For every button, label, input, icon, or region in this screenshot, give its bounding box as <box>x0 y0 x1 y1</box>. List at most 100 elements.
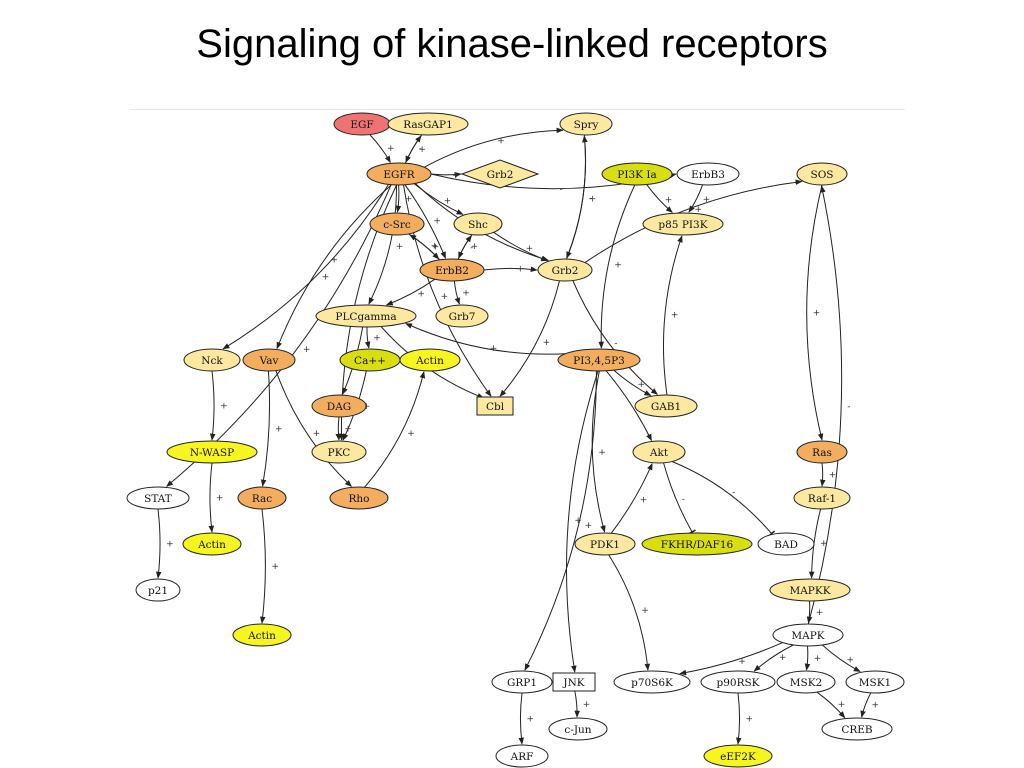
edge-sign-egfr-to-stat: + <box>303 345 311 355</box>
node-shape-actin2 <box>182 532 242 556</box>
node-plcgamma: PLCgamma <box>315 304 417 328</box>
node-label-erbb2: ErbB2 <box>435 265 469 277</box>
node-shape-jnk <box>552 672 596 692</box>
edge-vav-to-rho <box>275 370 352 487</box>
node-shape-grb2 <box>537 258 593 282</box>
node-label-actin2: Actin <box>197 539 226 551</box>
node-shape-eef2k <box>703 744 773 768</box>
edge-sign-rasgap1-to-egfr: - <box>419 144 422 154</box>
header-divider <box>130 109 905 110</box>
node-label-pi3kia: PI3K Ia <box>617 169 656 181</box>
edge-rho-to-actin1 <box>364 371 426 488</box>
node-nck: Nck <box>183 348 241 372</box>
edge-sign-pdk1-to-p70s6k: + <box>641 606 649 616</box>
edge-sign-akt-to-fkhr: - <box>682 494 685 504</box>
node-creb: CREB <box>821 717 893 741</box>
edge-erbb2-to-grb7 <box>453 280 460 305</box>
edge-sign-pip3-to-jnk: + <box>574 516 582 526</box>
node-gab1: GAB1 <box>634 394 698 418</box>
edge-sign-shc-to-grb2: + <box>526 244 534 254</box>
edge-sign-grb2-to-spry: + <box>589 195 597 205</box>
node-shape-p70s6k <box>613 670 691 694</box>
edge-grb2-to-gab1 <box>572 280 658 395</box>
node-actin1: Actin <box>399 348 461 372</box>
node-shape-grb7 <box>435 304 489 328</box>
node-pdk1: PDK1 <box>574 532 636 556</box>
node-label-rasgap1: RasGAP1 <box>403 119 453 131</box>
node-jnk: JNK <box>552 672 596 692</box>
edge-egfr-to-plcgamma <box>368 184 398 305</box>
node-label-stat: STAT <box>144 493 172 505</box>
edge-sign-erbb2-to-grb2: + <box>517 264 525 274</box>
edge-pi3kia-to-pip3 <box>598 184 636 349</box>
node-label-p21: p21 <box>148 585 168 597</box>
node-shape-cbl <box>476 396 514 416</box>
edge-shc-to-grb2 <box>493 231 549 262</box>
node-shape-nck <box>183 348 241 372</box>
edge-sign-grp1-to-arf: + <box>527 715 535 725</box>
node-shape-actin3 <box>232 623 292 647</box>
node-label-vav: Vav <box>259 355 279 367</box>
node-fkhr: FKHR/DAF16 <box>641 532 753 556</box>
edge-sign-grb2-to-sos: + <box>695 205 703 215</box>
node-shape-rasgap1 <box>387 112 469 136</box>
edge-vav-to-rac <box>260 370 271 487</box>
edge-sign-csrc-to-erbb2: + <box>431 242 439 252</box>
node-shape-actin1 <box>399 348 461 372</box>
edge-gab1-to-p85pi3k <box>662 235 683 396</box>
edge-sign-akt-to-bad: - <box>732 488 735 498</box>
node-shape-csrc <box>369 212 425 236</box>
edge-mapk-to-p70s6k <box>679 642 783 676</box>
slide-title: Signaling of kinase-linked receptors <box>196 22 828 66</box>
node-label-egfr: EGFR <box>383 169 415 181</box>
edge-p90rsk-to-eef2k <box>735 692 742 745</box>
node-label-capp: Ca++ <box>354 355 386 367</box>
edge-sign-erbb2-to-grb7: + <box>462 289 470 299</box>
node-label-nwasp: N-WASP <box>190 447 234 459</box>
node-shape-shc <box>453 212 503 236</box>
node-eef2k: eEF2K <box>703 744 773 768</box>
edge-sign-pip3-to-plcgamma: + <box>490 344 498 354</box>
edge-sign-plcgamma-to-capp: + <box>373 334 381 344</box>
node-shape-p85pi3k <box>642 212 724 236</box>
edge-dag-to-pkc <box>335 416 342 441</box>
node-shape-msk2 <box>776 670 836 694</box>
node-p90rsk: p90RSK <box>700 670 776 694</box>
edge-pip3-to-gab1 <box>613 369 652 396</box>
node-grp1: GRP1 <box>491 670 553 694</box>
node-label-sos: SOS <box>811 169 834 181</box>
node-label-raf1: Raf-1 <box>808 493 836 505</box>
node-label-jnk: JNK <box>562 677 584 689</box>
node-actin3: Actin <box>232 623 292 647</box>
node-shape-msk1 <box>845 670 905 694</box>
edge-pip3-to-plcgamma <box>405 323 566 355</box>
edge-sign-mapk-to-p90rsk: + <box>779 653 787 663</box>
node-label-rac: Rac <box>252 493 272 505</box>
node-label-rho: Rho <box>349 493 370 505</box>
edge-erbb2-to-plcgamma <box>385 278 435 306</box>
node-label-creb: CREB <box>841 724 873 736</box>
node-label-pdk1: PDK1 <box>590 539 620 551</box>
node-label-p70s6k: p70S6K <box>631 677 673 689</box>
node-p70s6k: p70S6K <box>613 670 691 694</box>
node-label-grb2top: Grb2 <box>487 169 514 181</box>
node-sos: SOS <box>796 162 848 186</box>
edge-jnk-to-cjun <box>574 690 580 718</box>
node-cbl: Cbl <box>476 396 514 416</box>
node-label-ras: Ras <box>812 447 832 459</box>
node-shape-pip3 <box>557 348 641 372</box>
node-shape-mapkk <box>769 578 851 602</box>
node-rac: Rac <box>237 486 287 510</box>
edge-sign-egfr-to-cbl: + <box>441 292 449 302</box>
node-shape-arf <box>495 744 549 768</box>
edge-erbb3-to-p85pi3k <box>688 184 704 213</box>
node-label-grb7: Grb7 <box>449 311 476 323</box>
edge-sign-gab1-to-p85pi3k: + <box>671 311 679 321</box>
edge-sign-rho-to-actin1: + <box>407 429 415 439</box>
node-label-cjun: c-Jun <box>564 724 591 736</box>
edge-stat-to-p21 <box>155 508 162 579</box>
edge-sign-erbb2-to-csrc: + <box>432 242 440 252</box>
node-pkc: PKC <box>311 440 367 464</box>
node-shape-dag <box>311 394 367 418</box>
